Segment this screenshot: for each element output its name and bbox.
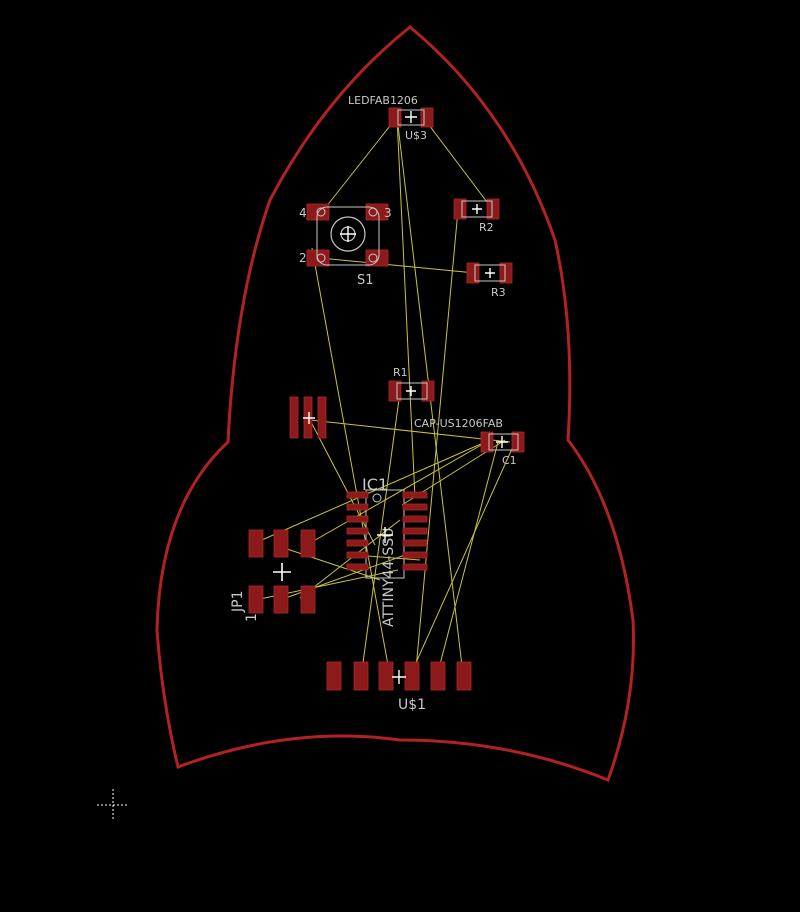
part-resonator[interactable]: [289, 396, 327, 439]
part-r1[interactable]: R1: [388, 366, 435, 402]
r3-label: R3: [491, 286, 506, 299]
plus-icon: [405, 111, 417, 123]
part-r2[interactable]: R2: [453, 198, 500, 234]
r2-label: R2: [479, 221, 494, 234]
cap-value-label: CAP-US1206FAB: [414, 417, 503, 430]
part-ic1[interactable]: IC1 ATTINY44-SSU: [346, 475, 428, 627]
s1-pin3-label: 3: [384, 206, 392, 220]
plus-icon: [496, 436, 508, 448]
s1-label: S1: [357, 273, 374, 288]
part-c1[interactable]: CAP-US1206FAB C1: [414, 417, 525, 467]
part-jp1[interactable]: JP1 1: [230, 529, 316, 622]
led-value-label: LEDFAB1206: [348, 94, 418, 107]
ic1-value-label: ATTINY44-SSU: [381, 528, 397, 627]
plus-icon: [273, 563, 291, 581]
part-switch-s1[interactable]: 4 3 2 S1: [299, 203, 392, 288]
jp1-label: JP1: [230, 591, 246, 613]
plus-icon: [377, 527, 393, 543]
crosshair-icon: [97, 789, 129, 821]
part-u1[interactable]: U$1: [326, 661, 472, 713]
plus-icon: [485, 268, 495, 278]
part-led-u3[interactable]: LEDFAB1206 U$3: [348, 94, 434, 142]
c1-label: C1: [502, 454, 517, 467]
s1-pin2-label: 2: [299, 251, 307, 265]
jp1-pin1-label: 1: [244, 613, 260, 622]
plus-icon: [392, 670, 406, 684]
plus-icon: [472, 204, 482, 214]
plus-icon: [303, 412, 315, 424]
ic1-label: IC1: [362, 475, 388, 494]
board-outline: [155, 25, 635, 782]
s1-pin4-label: 4: [299, 206, 307, 220]
r1-label: R1: [393, 366, 408, 379]
led-name-label: U$3: [405, 129, 427, 142]
plus-icon: [406, 386, 416, 396]
plus-icon: [340, 226, 356, 242]
u1-label: U$1: [398, 697, 426, 713]
part-r3[interactable]: R3: [466, 262, 513, 299]
